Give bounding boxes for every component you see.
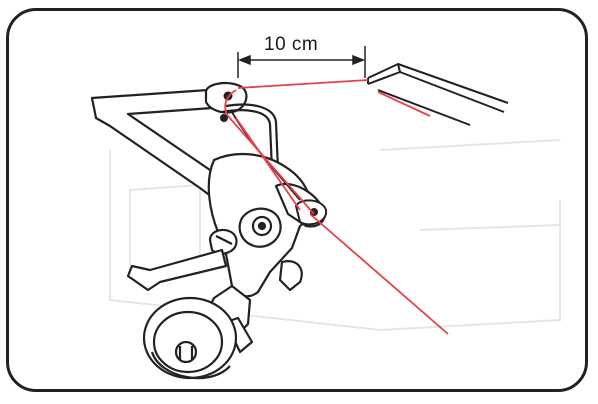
- measurement-label: 10 cm: [264, 34, 319, 55]
- thread-guide-rod: [367, 63, 509, 126]
- red-thread: [224, 79, 449, 335]
- thread-guide-eyelet: [220, 91, 328, 226]
- dimension-line: [237, 46, 366, 78]
- tension-wheel: [142, 296, 238, 380]
